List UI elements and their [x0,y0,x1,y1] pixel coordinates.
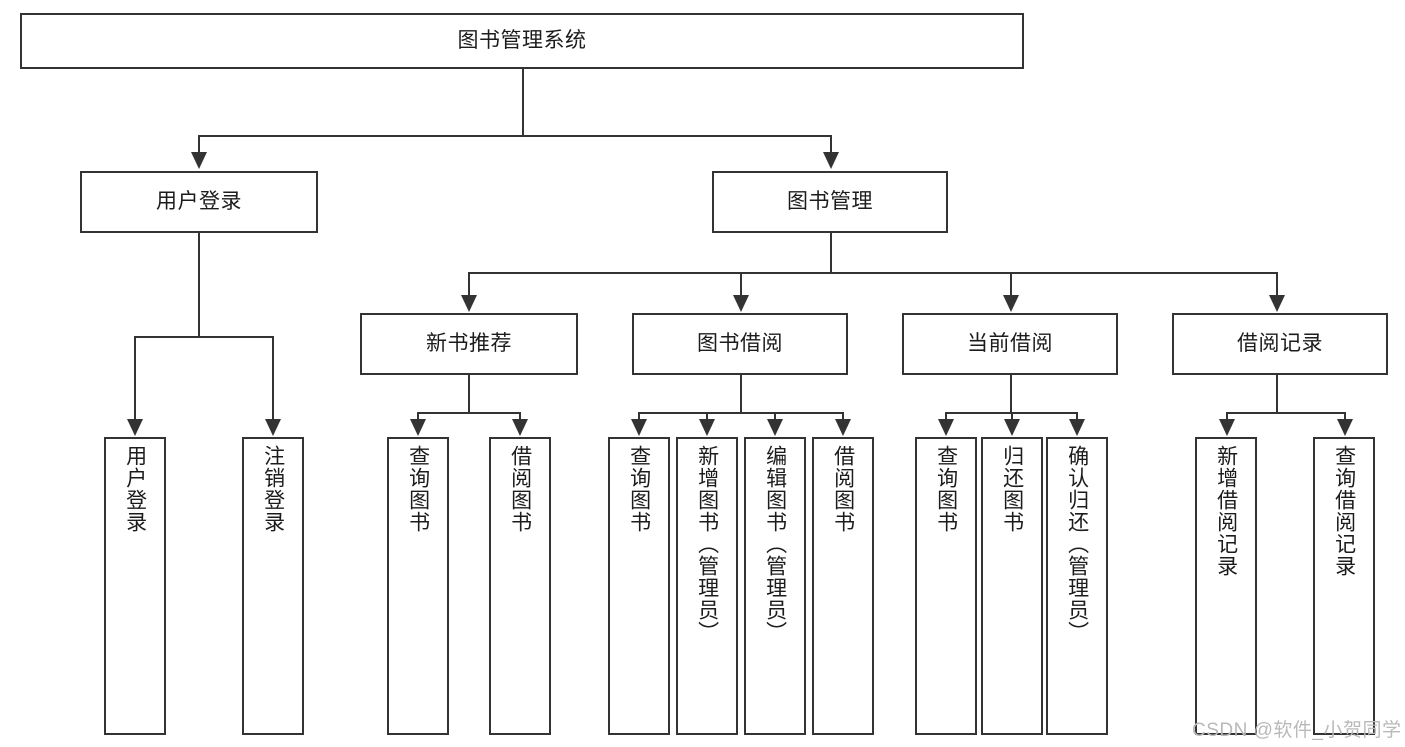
node-label: 当前借阅 [967,331,1053,355]
arrow-book-borrow-leaf-3 [767,419,783,436]
edge-book-borrow-leaf-4 [842,412,844,420]
leaf-label: 新增图书（管理员） [695,445,719,643]
leaf-label: 查询图书 [627,445,651,533]
leaf-user-login[interactable]: 用户登录 [104,437,166,735]
edge-book-manage-stem [830,233,832,272]
arrow-new-book-leaf-1 [410,419,426,436]
node-user-login[interactable]: 用户登录 [80,171,318,233]
edge-root-split-bar [198,135,830,137]
edge-new-book-stem [468,375,470,412]
leaf-query-book-current[interactable]: 查询图书 [915,437,977,735]
node-root-system[interactable]: 图书管理系统 [20,13,1024,69]
node-label: 新书推荐 [426,331,512,355]
arrow-current-borrow-leaf-3 [1069,419,1085,436]
edge-user-login-split-bar [134,336,272,338]
node-label: 图书管理 [787,189,873,213]
arrow-book-borrow-leaf-1 [631,419,647,436]
arrow-book-borrow-leaf-2 [699,419,715,436]
arrow-new-book-leaf-2 [512,419,528,436]
edge-book-borrow-leaf-1 [638,412,640,420]
arrow-book-borrow-leaf-4 [835,419,851,436]
leaf-logout[interactable]: 注销登录 [242,437,304,735]
edge-root-stem [522,69,524,135]
arrow-borrow-records-leaf-1 [1219,419,1235,436]
edge-to-book-manage [830,135,832,153]
edge-user-login-stem [198,233,200,336]
leaf-label: 注销登录 [261,445,285,533]
edge-borrow-records-leaf-2 [1344,412,1346,420]
leaf-add-book-admin[interactable]: 新增图书（管理员） [676,437,738,735]
edge-current-borrow-leaf-3 [1076,412,1078,420]
edge-book-borrow-leaf-3 [774,412,776,420]
node-current-borrow[interactable]: 当前借阅 [902,313,1118,375]
edge-user-login-leaf-1 [134,336,136,420]
edge-borrow-records-stem [1276,375,1278,412]
leaf-borrow-book-recommend[interactable]: 借阅图书 [489,437,551,735]
edge-new-book-leaf-2 [519,412,521,420]
node-label: 图书借阅 [697,331,783,355]
edge-current-borrow-split-bar [945,412,1076,414]
edge-book-manage-split-bar [468,272,1276,274]
node-book-borrow[interactable]: 图书借阅 [632,313,848,375]
arrow-to-book-borrow [733,295,749,312]
edge-new-book-split-bar [417,412,519,414]
leaf-query-book-recommend[interactable]: 查询图书 [387,437,449,735]
leaf-label: 确认归还（管理员） [1065,445,1089,643]
edge-book-borrow-split-bar [638,412,842,414]
leaf-label: 查询图书 [406,445,430,533]
arrow-to-user-login [191,152,207,169]
edge-to-user-login [198,135,200,153]
leaf-borrow-book[interactable]: 借阅图书 [812,437,874,735]
edge-to-new-book [468,272,470,296]
leaf-confirm-return-admin[interactable]: 确认归还（管理员） [1046,437,1108,735]
leaf-label: 归还图书 [1000,445,1024,533]
edge-current-borrow-leaf-1 [945,412,947,420]
node-label: 用户登录 [156,189,242,213]
edge-borrow-records-split-bar [1226,412,1344,414]
arrow-to-borrow-records [1269,295,1285,312]
edge-to-book-borrow [740,272,742,296]
arrow-to-new-book [461,295,477,312]
edge-book-borrow-stem [740,375,742,412]
node-new-book-recommend[interactable]: 新书推荐 [360,313,578,375]
edge-to-current-borrow [1010,272,1012,296]
arrow-current-borrow-leaf-1 [938,419,954,436]
edge-new-book-leaf-1 [417,412,419,420]
leaf-query-book-borrow[interactable]: 查询图书 [608,437,670,735]
leaf-label: 查询图书 [934,445,958,533]
leaf-label: 借阅图书 [831,445,855,533]
edge-current-borrow-leaf-2 [1011,412,1013,420]
node-book-manage[interactable]: 图书管理 [712,171,948,233]
edge-book-borrow-leaf-2 [706,412,708,420]
arrow-user-login-leaf-1 [127,419,143,436]
leaf-label: 借阅图书 [508,445,532,533]
edge-borrow-records-leaf-1 [1226,412,1228,420]
edge-to-borrow-records [1276,272,1278,296]
arrow-current-borrow-leaf-2 [1004,419,1020,436]
csdn-watermark: CSDN @软件_小贺同学 [1192,720,1402,741]
leaf-query-borrow-record[interactable]: 查询借阅记录 [1313,437,1375,735]
arrow-user-login-leaf-2 [265,419,281,436]
leaf-label: 编辑图书（管理员） [763,445,787,643]
leaf-label: 用户登录 [123,445,147,533]
leaf-edit-book-admin[interactable]: 编辑图书（管理员） [744,437,806,735]
leaf-label: 查询借阅记录 [1332,445,1356,577]
arrow-to-book-manage [823,152,839,169]
arrow-to-current-borrow [1003,295,1019,312]
leaf-add-borrow-record[interactable]: 新增借阅记录 [1195,437,1257,735]
node-borrow-records[interactable]: 借阅记录 [1172,313,1388,375]
leaf-return-book[interactable]: 归还图书 [981,437,1043,735]
arrow-borrow-records-leaf-2 [1337,419,1353,436]
edge-user-login-leaf-2 [272,336,274,420]
edge-current-borrow-stem [1010,375,1012,412]
leaf-label: 新增借阅记录 [1214,445,1238,577]
node-label: 图书管理系统 [457,28,587,52]
node-label: 借阅记录 [1237,331,1323,355]
